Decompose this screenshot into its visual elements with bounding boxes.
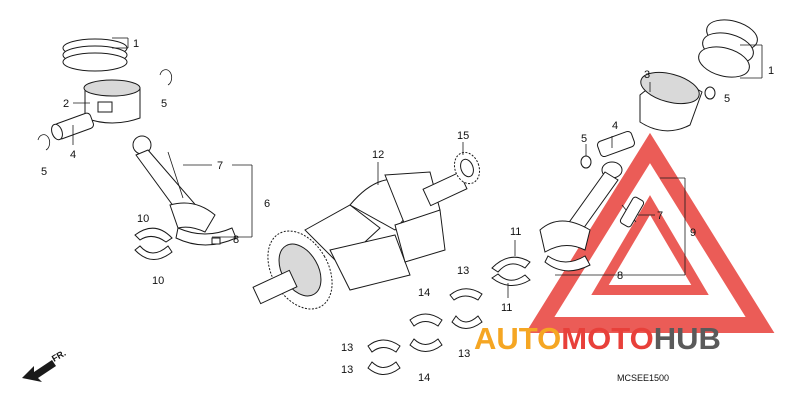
callout-13-c: 13: [341, 342, 353, 354]
callout-6: 6: [264, 198, 270, 210]
main-bearing-13-top: [449, 288, 483, 301]
callout-5-mid: 5: [581, 133, 587, 145]
pin-clip-right-mid: [580, 155, 592, 169]
front-label: FR.: [50, 348, 68, 364]
callout-14-b: 14: [418, 372, 430, 384]
callout-8-right: 8: [617, 270, 623, 282]
callout-12: 12: [372, 149, 384, 161]
piston-pin-right: [596, 130, 636, 158]
watermark-text: AUTOMOTOHUB: [474, 321, 721, 356]
piston-rings-left: [62, 38, 128, 72]
callout-7-left: 7: [217, 160, 223, 172]
callout-14-a: 14: [418, 287, 430, 299]
callout-5-left: 5: [41, 166, 47, 178]
callout-13-d: 13: [341, 364, 353, 376]
callout-11-top: 11: [510, 226, 521, 238]
callouts: 1 2 5 4 5 7 6 8 10 10 12 15 1 3 5 5 4 7 …: [41, 38, 774, 384]
watermark-part1: AUTO: [474, 321, 561, 356]
main-bearing-13-right: [451, 315, 483, 329]
bearing-shells-left: [134, 227, 173, 260]
main-bearing-14-bottom: [409, 338, 443, 352]
piston-left: [83, 79, 141, 124]
callout-7-right: 7: [657, 210, 663, 222]
piston-rings-right: [698, 19, 758, 78]
callout-5-right: 5: [724, 93, 730, 105]
connecting-rod-left: [132, 135, 237, 246]
callout-8-left: 8: [233, 234, 239, 246]
crank-gear: [453, 151, 481, 185]
callout-5-top: 5: [161, 98, 167, 110]
diagram-code: MCSEE1500: [617, 373, 669, 383]
pin-clip-right: [704, 86, 716, 100]
piston-pin-left: [51, 112, 94, 141]
main-bearing-14-top: [409, 313, 443, 327]
main-bearing-13-left-a: [367, 339, 401, 353]
watermark-triangle-logo: [525, 132, 775, 333]
callout-1-right: 1: [768, 65, 774, 77]
connecting-rod-right: [539, 161, 645, 272]
callout-9: 9: [690, 227, 696, 239]
front-arrow-icon: FR.: [22, 348, 68, 382]
callout-13-a: 13: [457, 265, 469, 277]
pin-clip-left: [37, 134, 51, 151]
callout-11-bottom: 11: [501, 302, 512, 314]
callout-4-left: 4: [70, 149, 76, 161]
piston-right: [639, 71, 703, 132]
callout-1-left: 1: [133, 38, 139, 50]
callout-13-b: 13: [458, 348, 470, 360]
callout-4-right: 4: [612, 120, 618, 132]
watermark-part3: HUB: [654, 321, 721, 356]
main-bearing-13-left-b: [367, 361, 401, 375]
watermark-part2: MOTO: [561, 321, 653, 356]
leader-lines: [72, 37, 763, 298]
callout-15: 15: [457, 130, 469, 142]
callout-2: 2: [63, 98, 69, 110]
callout-10-bottom: 10: [152, 275, 164, 287]
callout-10-top: 10: [137, 213, 149, 225]
callout-3: 3: [644, 69, 650, 81]
bearing-shells-right: [491, 256, 531, 286]
pin-clip-left-top: [159, 69, 173, 86]
crankshaft: [252, 171, 468, 310]
